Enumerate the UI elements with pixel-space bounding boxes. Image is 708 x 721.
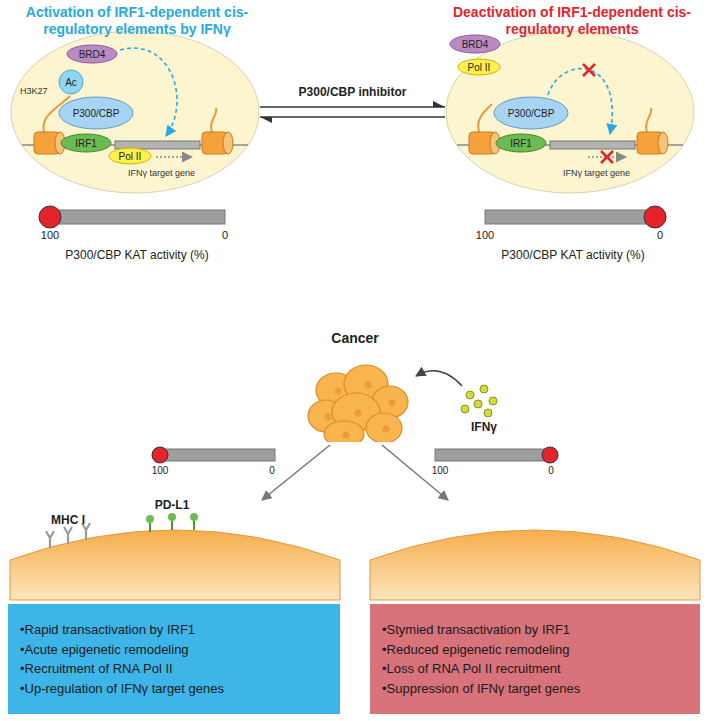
protein-label: Pol II — [468, 62, 491, 73]
axis-value: 100 — [41, 229, 59, 242]
cell-surface — [370, 530, 700, 600]
activity-bar — [435, 447, 558, 463]
irf1-protein: IRF1 — [60, 133, 112, 153]
panel-title: Activation of IRF1-dependent cis-regulat… — [12, 4, 262, 38]
outcome-item: •Rapid transactivation by IRF1 — [20, 620, 328, 640]
axis-title: P300/CBP KAT activity (%) — [501, 248, 644, 262]
outcome-item: •Up-regulation of IFNγ target genes — [20, 679, 328, 699]
cell-surface — [10, 530, 340, 600]
outcome-item: •Suppression of IFNγ target genes — [382, 679, 688, 699]
outcome-item: •Stymied transactivation by IRF1 — [382, 620, 688, 640]
ifng-arrow — [416, 371, 462, 386]
cytokine-label: IFNγ — [471, 420, 497, 434]
cancer-cells: Cancer — [298, 330, 412, 442]
protein-label: P300/CBP — [508, 108, 555, 119]
equilibrium-arrow — [260, 106, 445, 108]
protein-label: IRF1 — [75, 138, 97, 149]
pol2-protein: Pol II — [108, 147, 152, 165]
cell-nucleus: IFNγ target gene BRD4Pol II P300/CBP IRF1 — [445, 30, 695, 194]
panel-title: Deactivation of IRF1-dependent cis-regul… — [447, 4, 697, 38]
molecule-label: MHC I — [51, 513, 85, 527]
axis-title: P300/CBP KAT activity (%) — [65, 248, 208, 262]
molecule-label: PD-L1 — [155, 498, 190, 512]
equilibrium-arrow — [260, 116, 445, 118]
outcome-arrow — [382, 445, 448, 500]
outcome-item: •Loss of RNA Pol II recruitment — [382, 659, 688, 679]
axis-value: 0 — [548, 465, 554, 477]
cancer-cluster — [298, 330, 412, 442]
protein-label: Pol II — [119, 151, 142, 162]
chromatin-right — [457, 64, 683, 163]
axis-value: 100 — [476, 229, 494, 242]
acetyl-mark: Ac — [58, 69, 84, 95]
chromatin-left — [22, 48, 248, 157]
histone-mark: H3K27 — [20, 86, 48, 96]
outcome-item: •Recruitment of RNA Pol II — [20, 659, 328, 679]
brd4-protein: BRD4 — [449, 34, 501, 54]
outcome-arrow — [262, 445, 330, 500]
axis-value: 0 — [657, 229, 663, 242]
activity-bar — [39, 206, 225, 228]
axis-value: 0 — [269, 465, 275, 477]
protein-label: P300/CBP — [73, 108, 120, 119]
protein-label: BRD4 — [79, 49, 106, 60]
activity-bar — [152, 447, 275, 463]
ifng-molecules — [461, 385, 497, 417]
axis-value: 100 — [432, 465, 449, 477]
brd4-protein: BRD4 — [66, 44, 118, 64]
cell-nucleus: H3K27IFNγ target gene BRD4AcP300/CBP IRF1P… — [10, 30, 260, 194]
outcome-box: •Rapid transactivation by IRF1•Acute epi… — [8, 604, 340, 714]
protein-label: Ac — [65, 77, 77, 88]
outcome-item: •Acute epigenetic remodeling — [20, 640, 328, 660]
pdl1-molecules — [146, 513, 198, 532]
cancer-label: Cancer — [298, 330, 412, 346]
outcome-box: •Stymied transactivation by IRF1•Reduced… — [370, 604, 700, 714]
protein-label: IRF1 — [510, 138, 532, 149]
activity-bar — [485, 206, 666, 228]
p300-protein: P300/CBP — [493, 96, 569, 130]
gene-label: IFNγ target gene — [128, 168, 195, 178]
gene-label: IFNγ target gene — [563, 168, 630, 178]
p300-protein: P300/CBP — [58, 96, 134, 130]
axis-value: 100 — [152, 465, 169, 477]
protein-label: BRD4 — [462, 39, 489, 50]
edge-label: P300/CBP inhibitor — [297, 85, 409, 99]
axis-value: 0 — [222, 229, 228, 242]
irf1-protein: IRF1 — [495, 133, 547, 153]
outcome-item: •Reduced epigenetic remodeling — [382, 640, 688, 660]
pol2-protein: Pol II — [457, 58, 501, 76]
